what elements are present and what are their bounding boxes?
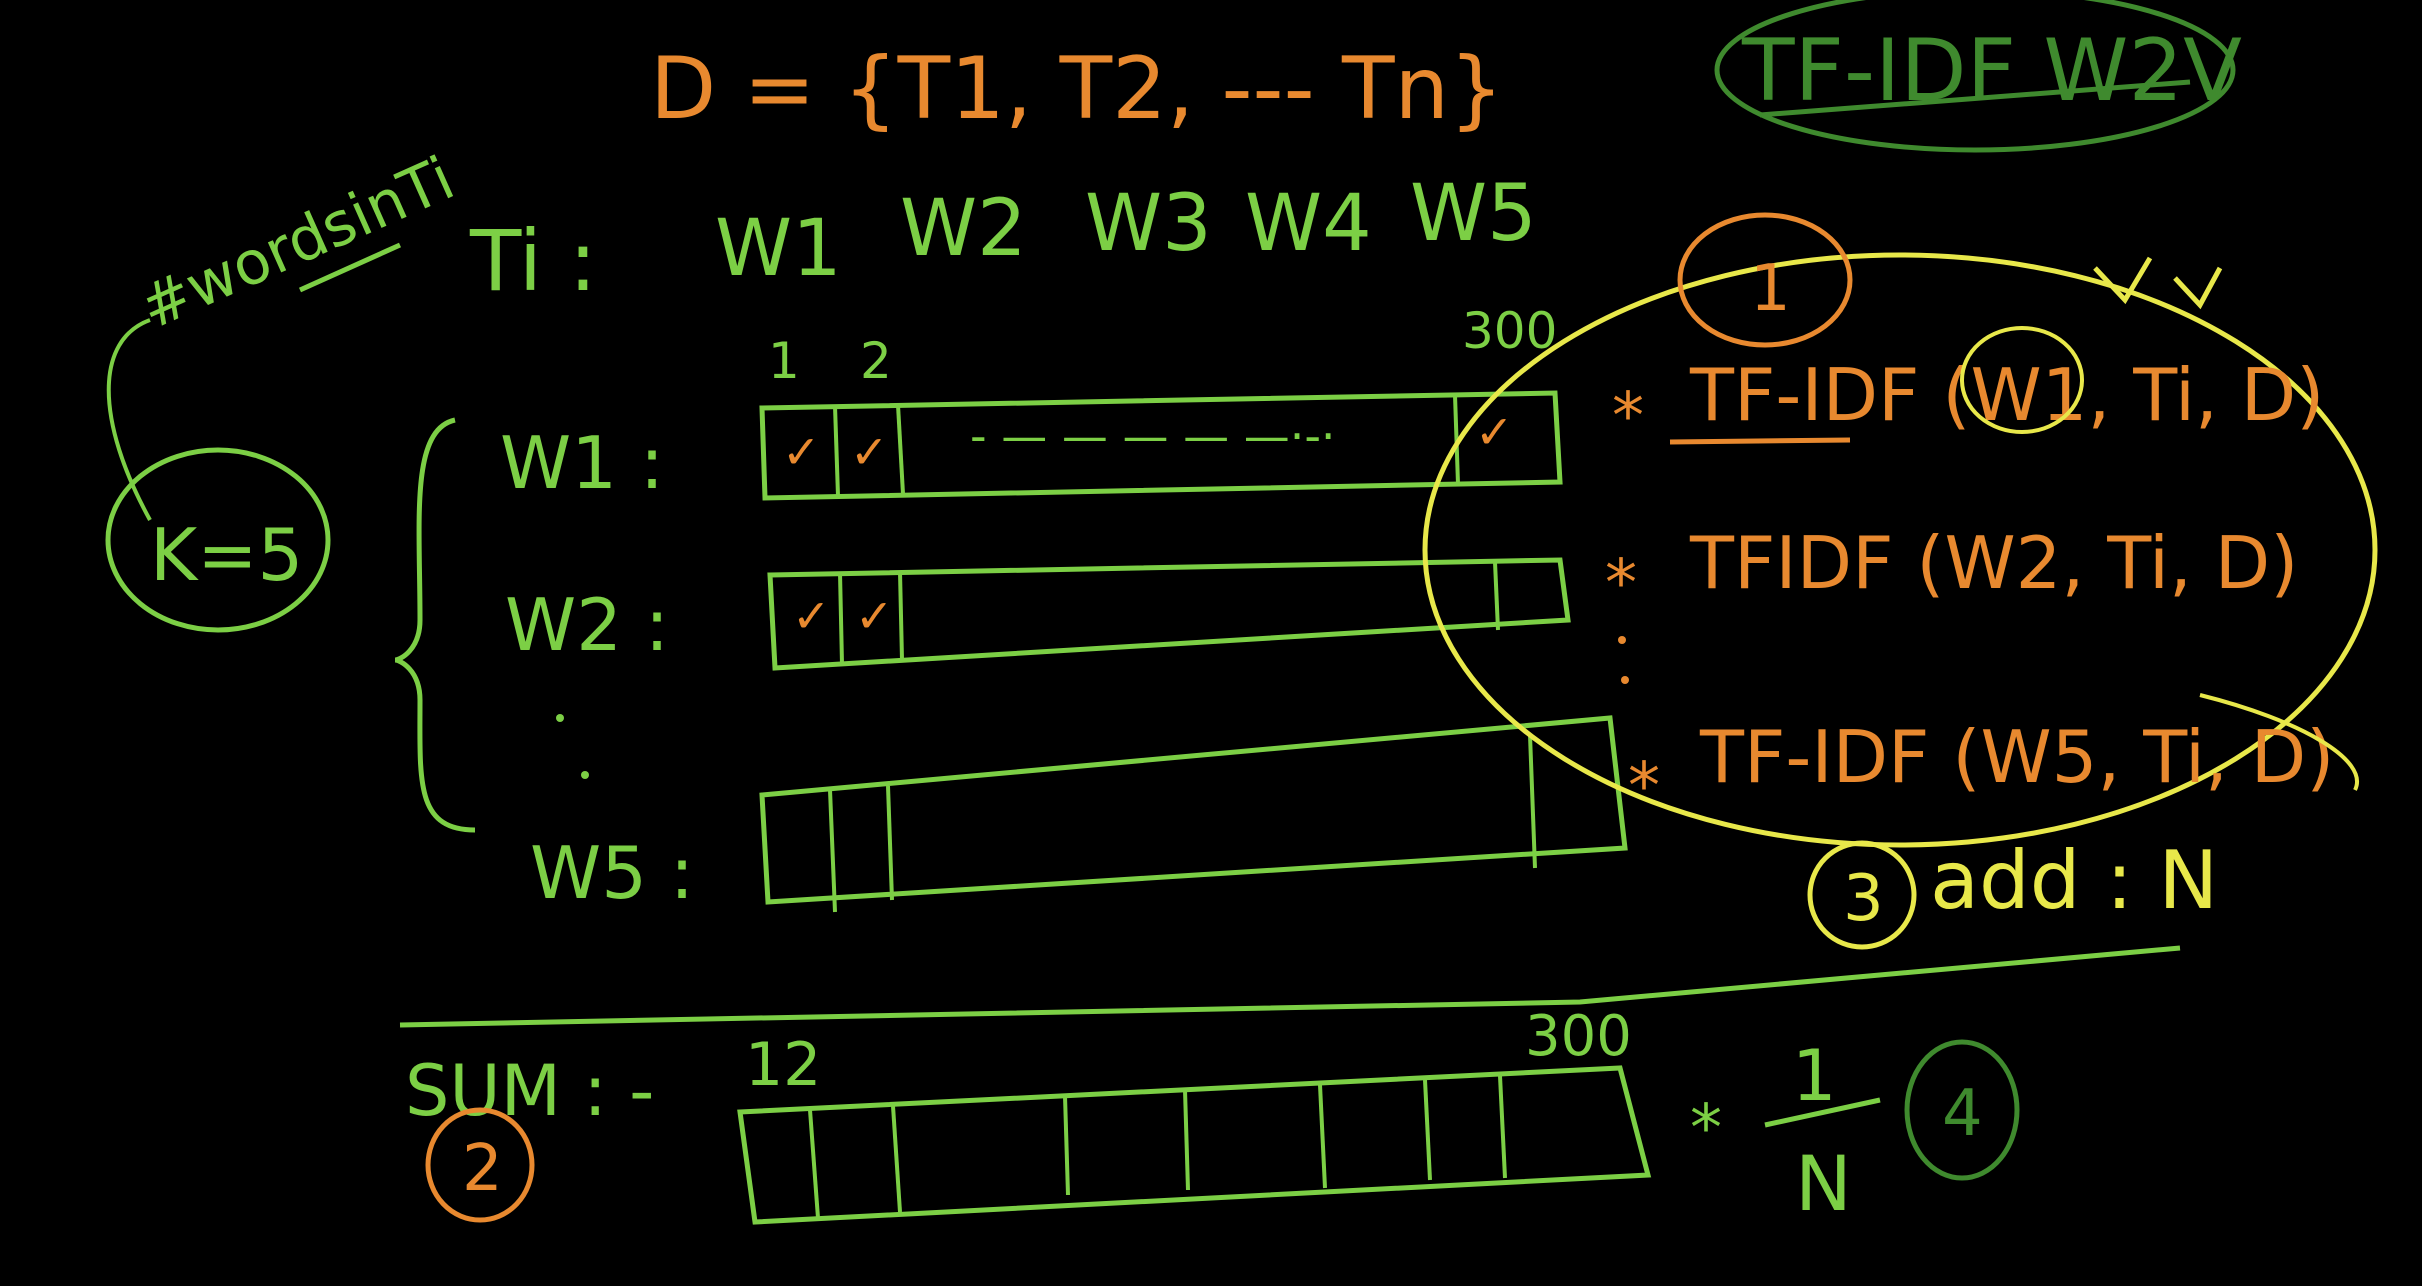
vector-cell-divider — [1423, 1079, 1432, 1181]
step-1-circle — [1677, 212, 1853, 348]
continuation-dot — [1618, 636, 1626, 644]
step-2-circle — [425, 1107, 535, 1223]
word-w5: W5 — [1410, 169, 1537, 259]
step-1-label: 1 — [1750, 252, 1791, 326]
step-2-label: 2 — [462, 1132, 503, 1206]
check-mark — [2093, 256, 2153, 305]
vector-cell-divider — [1183, 1089, 1190, 1191]
vector-cell-divider — [1453, 394, 1460, 485]
tick-mark: ✓ — [850, 425, 889, 479]
check-mark — [2173, 266, 2223, 310]
row-label-w1: W1 : — [500, 421, 664, 505]
vector-cell-divider — [808, 1109, 820, 1219]
scale-group: * 1 N 4 — [1690, 1035, 2020, 1228]
title-underline — [1759, 79, 2191, 118]
weights-ellipse — [1422, 252, 2378, 848]
word-w3: W3 — [1085, 179, 1212, 269]
vector-dashes: - — — — — —·-· — [970, 409, 1336, 463]
vectors-brace — [394, 417, 476, 833]
continuation-dot — [1621, 676, 1629, 684]
tick-mark: ✓ — [855, 589, 894, 643]
k-label: K=5 — [150, 513, 303, 597]
weights-group: 1 * TF-IDF (W1, Ti, D) * TFIDF (W2, Ti, … — [1422, 212, 2378, 848]
weight-underline — [1669, 437, 1851, 445]
corpus-definition: D = {T1, T2, --- Tn} — [650, 39, 1504, 139]
row-label-w5: W5 : — [530, 831, 694, 915]
word-w4: W4 — [1245, 179, 1372, 269]
index-label-2: 2 — [860, 332, 892, 390]
vector-cell-divider — [1528, 734, 1537, 869]
vector-box-w2 — [767, 557, 1571, 671]
vector-row-w2: W2 : ✓ ✓ — [505, 557, 1571, 671]
row-label-w2: W2 : — [505, 583, 669, 667]
k-value-group: K=5 — [105, 447, 331, 633]
step-3-label: 3 — [1843, 862, 1884, 936]
separator-line — [399, 945, 2181, 1028]
vector-row-w1: W1 : 1 2 300 ✓ ✓ ✓ - — — — — —·-· — [500, 302, 1563, 505]
vector-cell-divider — [891, 1105, 902, 1213]
step-4-label: 4 — [1942, 1077, 1983, 1151]
title-text: TF-IDF W2V — [1741, 21, 2242, 121]
weight-star-1: * — [1612, 380, 1644, 454]
scale-numerator: 1 — [1792, 1035, 1837, 1117]
index-label-300: 300 — [1462, 302, 1557, 360]
title-group: TF-IDF W2V — [1714, 0, 2242, 153]
step-3-circle — [1807, 840, 1917, 950]
sum-index-end: 300 — [1525, 1004, 1632, 1069]
word-w1: W1 — [715, 204, 842, 294]
words-note: #wordsinTi — [130, 143, 465, 343]
step-4-circle — [1904, 1039, 2020, 1181]
title-ellipse — [1714, 0, 2236, 153]
add-text: add : N — [1930, 834, 2218, 927]
vector-cell-divider — [886, 785, 894, 901]
index-label-1: 1 — [768, 332, 800, 390]
add-step-group: 3 add : N — [1807, 834, 2218, 950]
vector-box-w1 — [759, 390, 1563, 501]
weight-term-w1: TF-IDF (W1, Ti, D) — [1689, 353, 2324, 437]
vector-cell-divider — [1498, 1075, 1507, 1179]
vector-cell-divider — [1493, 561, 1500, 631]
vector-cell-divider — [898, 571, 904, 661]
tick-mark: ✓ — [792, 589, 831, 643]
vector-box-w5 — [759, 715, 1628, 905]
vector-cell-divider — [1063, 1095, 1070, 1196]
tick-mark: ✓ — [782, 425, 821, 479]
scale-star: * — [1690, 1092, 1722, 1166]
vector-cell-divider — [828, 789, 837, 913]
w1-highlight-circle — [1960, 326, 2084, 434]
vector-cell-divider — [833, 405, 840, 497]
weight-star-3: * — [1628, 750, 1660, 824]
weight-star-2: * — [1605, 547, 1637, 621]
words-header: Ti : W1 W2 W3 W4 W5 — [469, 169, 1537, 310]
sum-vector-box — [737, 1065, 1652, 1225]
sum-label: SUM : - — [405, 1050, 654, 1132]
doc-label: Ti : — [469, 212, 597, 310]
continuation-dot — [556, 714, 564, 722]
weight-term-w5: TF-IDF (W5, Ti, D) — [1699, 715, 2334, 799]
vector-cell-divider — [1318, 1084, 1327, 1189]
weight-term-w2: TFIDF (W2, Ti, D) — [1689, 521, 2298, 605]
continuation-dot — [581, 771, 589, 779]
vector-cell-divider — [838, 572, 844, 665]
vector-row-w5: W5 : — [530, 715, 1628, 915]
fraction-bar — [1764, 1097, 1881, 1128]
words-note-underline — [298, 242, 402, 293]
word-w2: W2 — [900, 184, 1027, 274]
arrow-to-add — [2199, 693, 2359, 791]
sum-row: SUM : - 2 12 300 — [405, 1004, 1652, 1225]
sum-index-start: 12 — [745, 1030, 821, 1100]
k-circle — [105, 447, 331, 633]
scale-denominator: N — [1795, 1139, 1852, 1228]
vector-cell-divider — [896, 404, 905, 495]
